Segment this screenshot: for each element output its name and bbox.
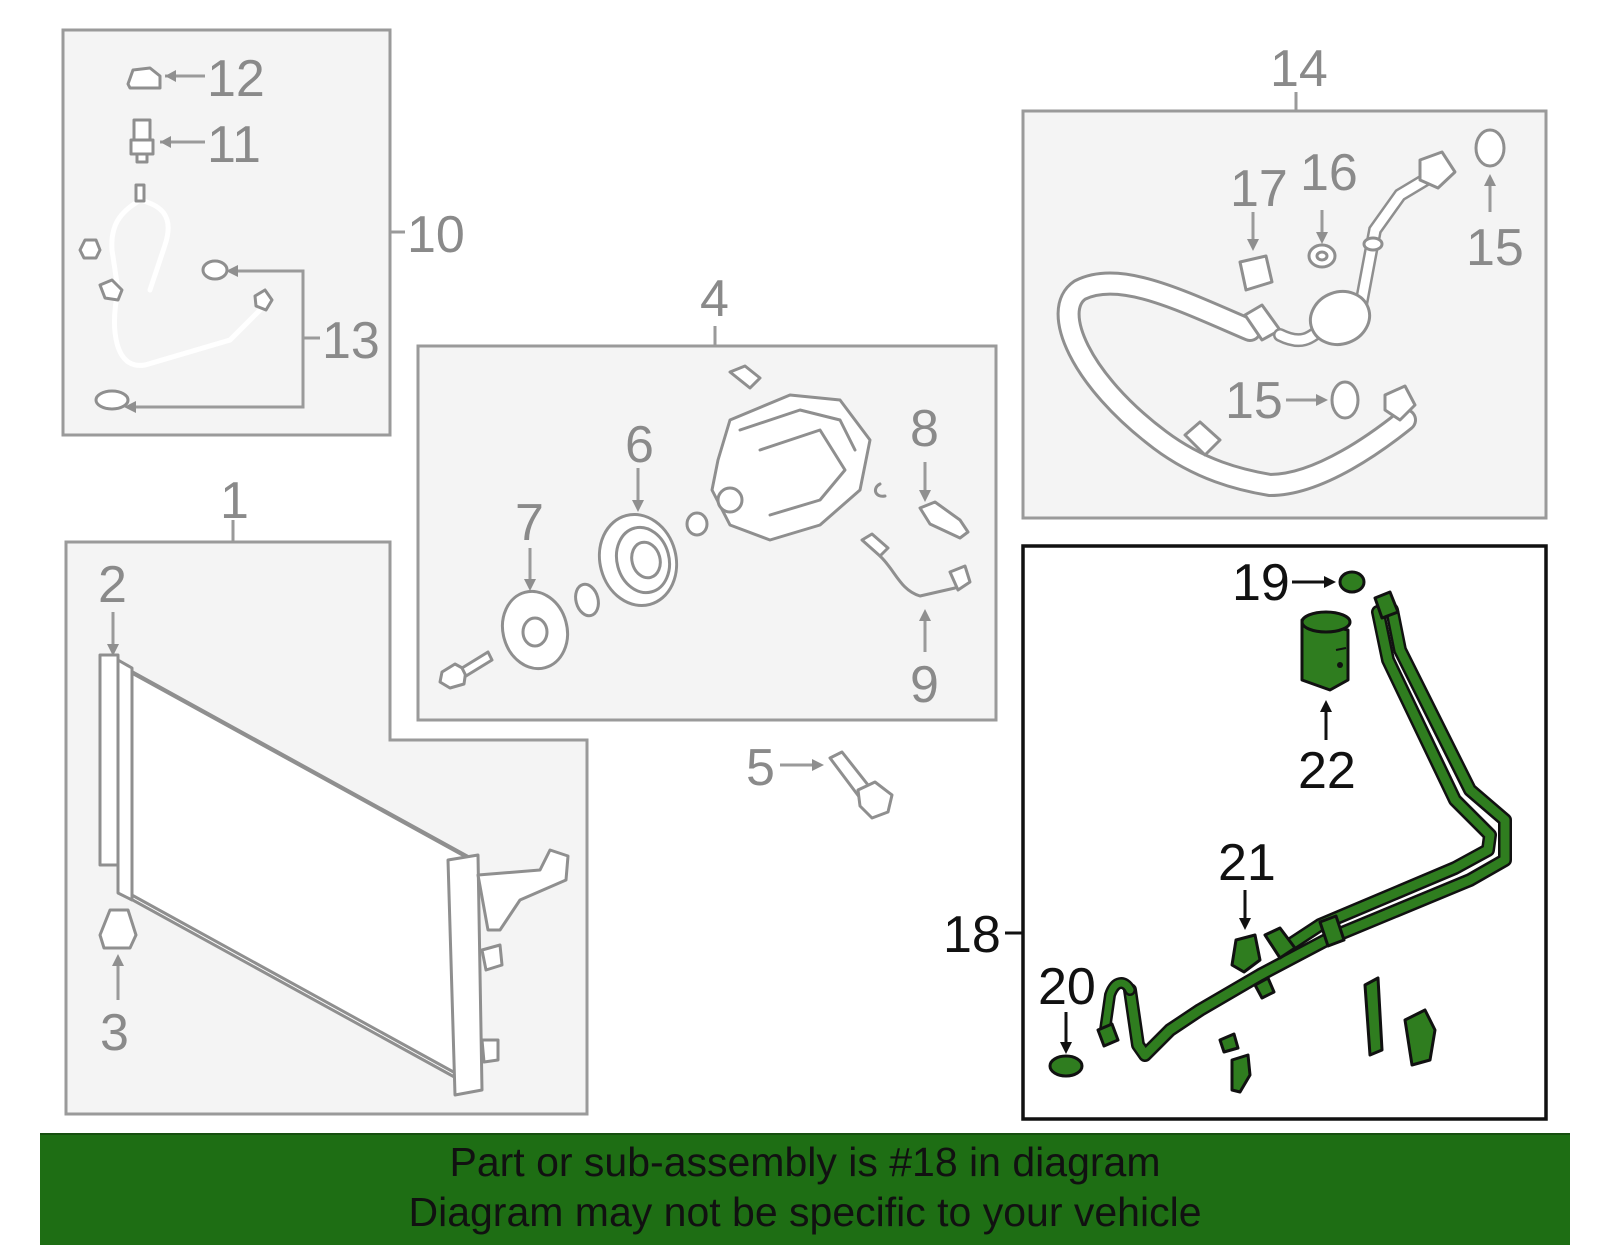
- part-7-clutch-hub[interactable]: [494, 548, 576, 676]
- part-6-pulley[interactable]: [589, 468, 686, 614]
- box-10-hose-assembly: 12 11 10 13: [61, 28, 465, 437]
- label-11: 11: [207, 116, 261, 174]
- part-14-hose[interactable]: [1056, 150, 1457, 497]
- part-4-compressor[interactable]: [710, 364, 887, 542]
- label-3: 3: [100, 1004, 129, 1062]
- part-9-wire-harness[interactable]: [860, 532, 972, 652]
- label-5: 5: [746, 739, 775, 797]
- part-11-valve[interactable]: [129, 118, 205, 164]
- label-13: 13: [322, 312, 380, 370]
- label-4: 4: [700, 270, 729, 328]
- label-19: 19: [1232, 554, 1290, 612]
- label-15-top: 15: [1466, 219, 1524, 277]
- part-12-cap[interactable]: [126, 66, 205, 90]
- label-7: 7: [515, 494, 544, 552]
- label-14: 14: [1270, 40, 1328, 98]
- part-10-hose[interactable]: [78, 183, 274, 411]
- part-18-liquid-line[interactable]: [1096, 590, 1512, 1062]
- snap-ring: [574, 582, 600, 618]
- part-13-o-rings-bracket: [124, 230, 405, 413]
- box-4-compressor: 4 6 7 8 9: [416, 270, 998, 722]
- spacer: [685, 511, 709, 537]
- part-19-seal[interactable]: [1292, 570, 1366, 594]
- info-banner: Part or sub-assembly is #18 in diagram D…: [40, 1133, 1570, 1245]
- banner-line-1: Part or sub-assembly is #18 in diagram: [449, 1139, 1161, 1185]
- box-18-liquid-line: 19 22 21 18 20: [943, 544, 1548, 1121]
- part-22-expansion-valve[interactable]: [1300, 610, 1352, 740]
- label-9: 9: [910, 656, 939, 714]
- part-8-switch[interactable]: [918, 462, 970, 540]
- brackets[interactable]: [1230, 976, 1437, 1094]
- bolt: [438, 650, 494, 690]
- label-10: 10: [407, 206, 465, 264]
- label-12: 12: [207, 50, 265, 108]
- label-15-bottom: 15: [1225, 372, 1283, 430]
- label-8: 8: [910, 400, 939, 458]
- label-22: 22: [1298, 742, 1356, 800]
- label-1: 1: [220, 472, 249, 530]
- label-2: 2: [98, 556, 127, 614]
- banner-line-2: Diagram may not be specific to your vehi…: [408, 1189, 1202, 1235]
- label-16: 16: [1300, 144, 1358, 202]
- part-21-valve-cap[interactable]: [1230, 890, 1262, 974]
- box-1-condenser: 1 2 3: [64, 472, 589, 1116]
- part-5-bolt[interactable]: 5: [746, 739, 894, 820]
- label-21: 21: [1218, 834, 1276, 892]
- part-17-cap[interactable]: [1238, 212, 1274, 292]
- label-17: 17: [1230, 160, 1288, 218]
- part-16-valve-core[interactable]: [1307, 210, 1384, 269]
- part-3-bushing[interactable]: [98, 908, 138, 1000]
- part-20-seal[interactable]: [1048, 1012, 1084, 1078]
- part-15-o-ring-top[interactable]: [1474, 128, 1506, 212]
- box-14-suction-hose: 14 17 16 15 15: [1021, 40, 1548, 520]
- label-18: 18: [943, 906, 1001, 964]
- label-20: 20: [1038, 958, 1096, 1016]
- part-1-condenser-core[interactable]: [98, 653, 570, 1097]
- part-15-o-ring-bottom[interactable]: [1286, 380, 1360, 420]
- label-6: 6: [625, 416, 654, 474]
